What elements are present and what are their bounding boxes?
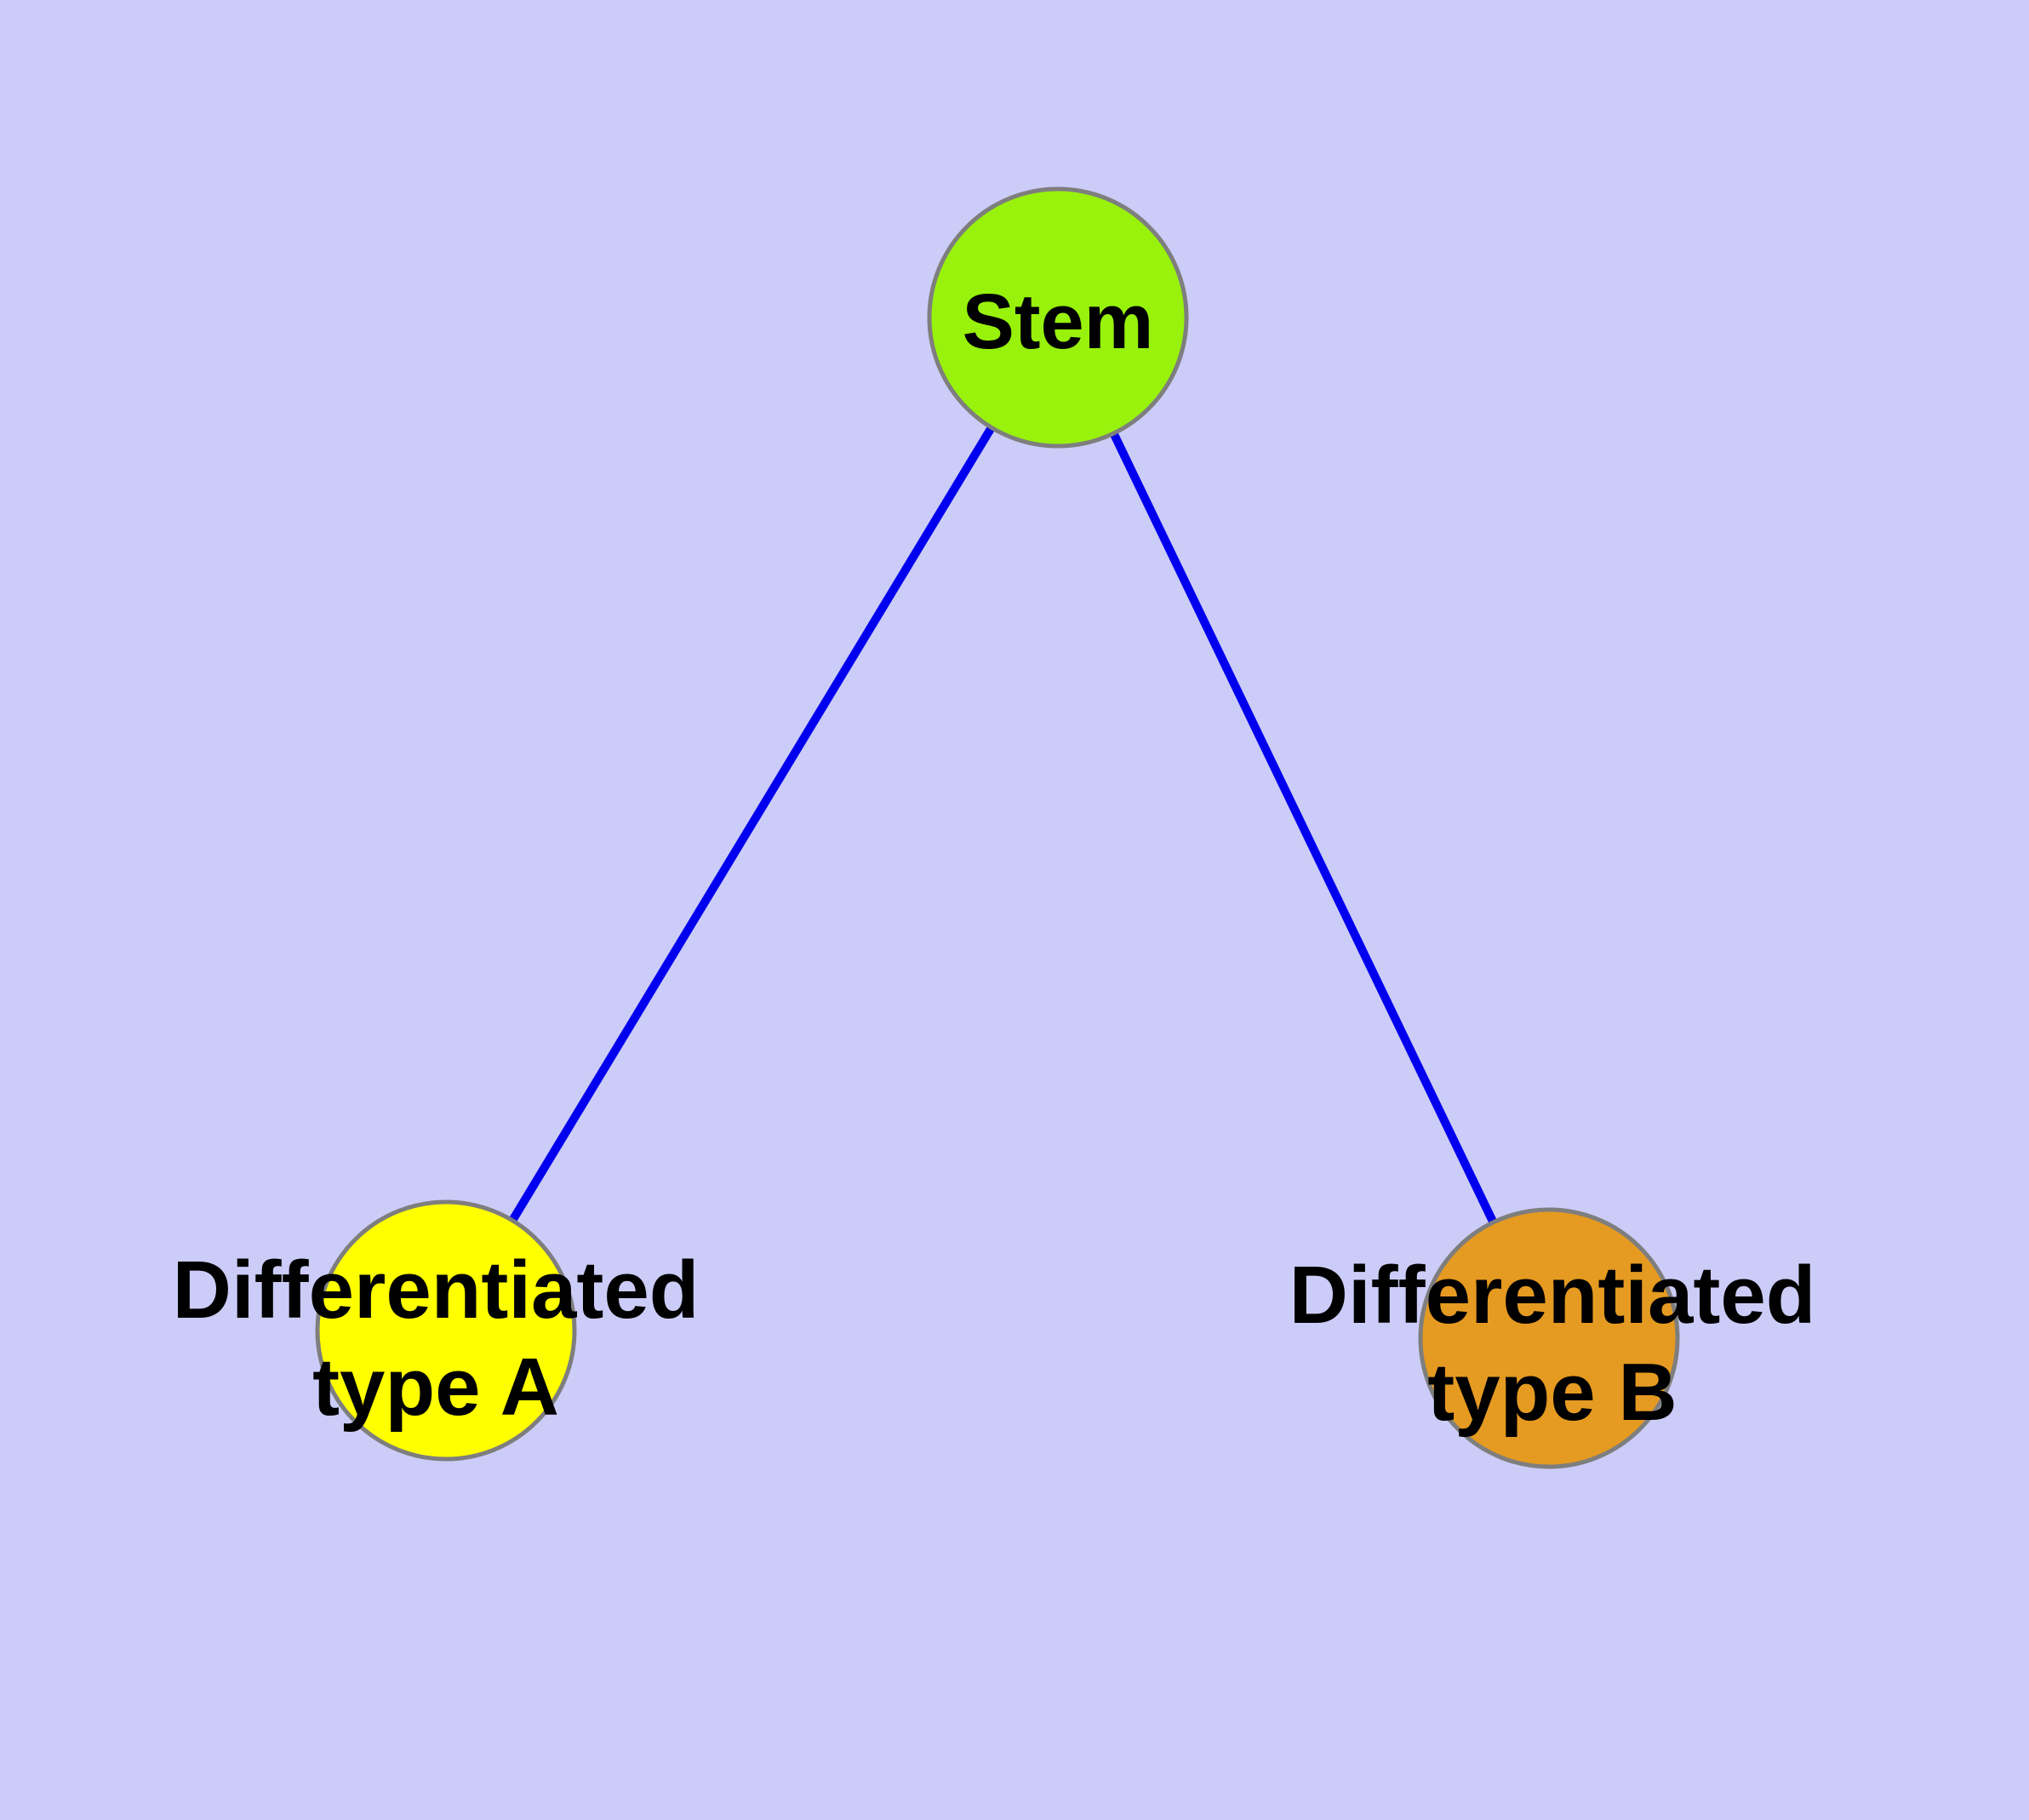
node-differentiated-type-a-circle	[315, 1199, 577, 1462]
node-differentiated-type-a-label-line-1: Differentiated	[173, 1245, 700, 1336]
edge-stem-to-differentiated-type-b	[1054, 315, 1553, 1341]
node-stem-label-line-1: Stem	[963, 278, 1154, 365]
node-differentiated-type-b-label-line-1: Differentiated	[1289, 1250, 1816, 1341]
node-stem-circle	[927, 186, 1189, 449]
node-differentiated-type-b-label-line-2: type B	[1427, 1347, 1677, 1438]
edge-stem-to-differentiated-type-a	[442, 315, 1062, 1333]
node-differentiated-type-a-label-line-2: type A	[312, 1342, 559, 1433]
node-differentiated-type-b-circle	[1418, 1207, 1680, 1469]
